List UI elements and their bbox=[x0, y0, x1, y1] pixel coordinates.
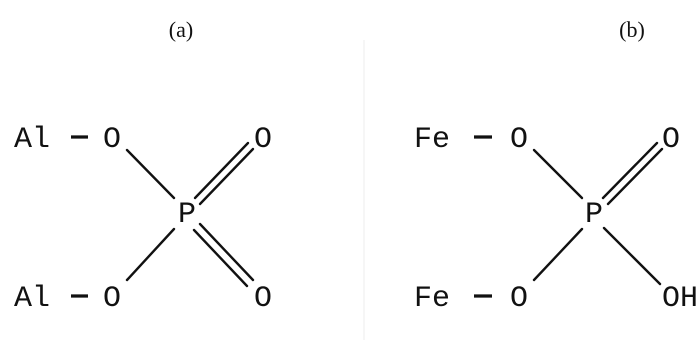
panel-b-metal-top: Fe bbox=[414, 123, 450, 157]
panel-b-bridge-oxygen-top: O bbox=[510, 123, 528, 157]
panel-a-phosphorus: P bbox=[178, 198, 196, 232]
panel-a-double-bond-bottom bbox=[192, 222, 255, 288]
panel-a-label: (a) bbox=[169, 17, 193, 42]
panel-b-terminal-hydroxyl: OH bbox=[662, 282, 698, 316]
panel-b-single-bond-top bbox=[532, 148, 584, 200]
panel-b: (b) Fe O O P Fe O OH bbox=[414, 17, 698, 316]
panel-a-bridge-oxygen-top: O bbox=[103, 123, 121, 157]
panel-a-terminal-oxygen-bottom: O bbox=[254, 282, 272, 316]
panel-a-bridge-oxygen-bottom: O bbox=[103, 282, 121, 316]
panel-a-single-bond-top bbox=[125, 148, 176, 200]
panel-a-metal-top: Al bbox=[14, 123, 50, 157]
panel-b-label: (b) bbox=[619, 17, 645, 42]
panel-a: (a) Al O O P Al O O bbox=[14, 17, 272, 316]
panel-b-double-bond-top bbox=[601, 141, 664, 206]
panel-b-bridge-oxygen-bottom: O bbox=[510, 282, 528, 316]
panel-a-single-bond-bottom bbox=[125, 227, 176, 282]
panel-b-metal-bottom: Fe bbox=[414, 282, 450, 316]
panel-b-single-bond-bottom bbox=[532, 227, 584, 282]
panel-b-single-bond-hydroxyl bbox=[602, 226, 662, 286]
panel-a-metal-bottom: Al bbox=[14, 282, 50, 316]
panel-b-terminal-oxygen-top: O bbox=[662, 123, 680, 157]
panel-a-double-bond-top bbox=[193, 141, 255, 206]
panel-a-terminal-oxygen-top: O bbox=[254, 123, 272, 157]
panel-b-phosphorus: P bbox=[585, 198, 603, 232]
